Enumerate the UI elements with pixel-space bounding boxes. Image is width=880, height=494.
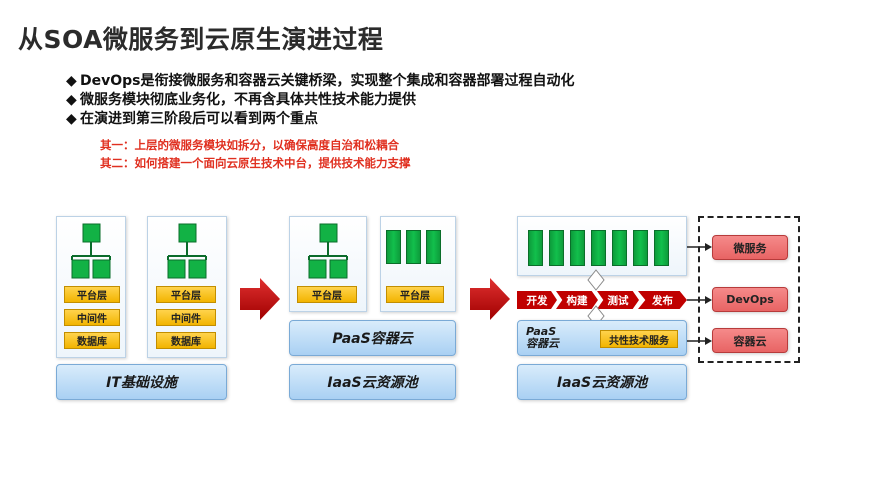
- stage1b-layer-database: 数据库: [156, 332, 216, 349]
- stage3-bar: [654, 230, 669, 266]
- stage2-bar: [406, 230, 421, 264]
- pipeline-step-build: 构建: [556, 291, 598, 309]
- stage2-iaas: IaaS云资源池: [289, 364, 456, 400]
- stage3-bar: [549, 230, 564, 266]
- stage1a-layer-middleware: 中间件: [64, 309, 120, 326]
- stage1b-layer-platform: 平台层: [156, 286, 216, 303]
- stage3-paas-line2: 容器云: [526, 337, 559, 350]
- stage3-bar: [528, 230, 543, 266]
- pipeline-step-release: 发布: [638, 291, 687, 309]
- bullet-2: ◆微服务模块彻底业务化，不再含具体共性技术能力提供: [66, 92, 416, 108]
- stage2-tree-icon: [308, 223, 348, 279]
- stage3-bar: [633, 230, 648, 266]
- output-devops: DevOps: [712, 287, 788, 312]
- stage2-layer-platform-b: 平台层: [386, 286, 444, 303]
- stage3-iaas: IaaS云资源池: [517, 364, 687, 400]
- devops-connector-icon: [587, 269, 605, 327]
- stage1-it-infrastructure: IT基础设施: [56, 364, 227, 400]
- stage-arrow-1-icon: [240, 278, 280, 320]
- stage3-bar: [612, 230, 627, 266]
- output-microservice: 微服务: [712, 235, 788, 260]
- stage1-tree-a-icon: [71, 223, 111, 279]
- stage2-bar: [426, 230, 441, 264]
- bullet-3: ◆在演进到第三阶段后可以看到两个重点: [66, 111, 318, 127]
- stage2-paas: PaaS容器云: [289, 320, 456, 356]
- stage-arrow-2-icon: [470, 278, 510, 320]
- stage2-layer-platform-a: 平台层: [297, 286, 357, 303]
- stage1b-layer-middleware: 中间件: [156, 309, 216, 326]
- page-title: 从SOA微服务到云原生演进过程: [18, 25, 384, 54]
- output-arrows-icon: [687, 243, 712, 345]
- stage1a-layer-platform: 平台层: [64, 286, 120, 303]
- stage3-bar: [591, 230, 606, 266]
- output-container-cloud: 容器云: [712, 328, 788, 353]
- diamond-bullet-icon: ◆: [66, 111, 77, 127]
- bullet-1: ◆DevOps是衔接微服务和容器云关键桥梁，实现整个集成和容器部署过程自动化: [66, 73, 575, 89]
- stage3-bar: [570, 230, 585, 266]
- stage1a-layer-database: 数据库: [64, 332, 120, 349]
- stage2-bar: [386, 230, 401, 264]
- diamond-bullet-icon: ◆: [66, 92, 77, 108]
- note-2: 其二：如何搭建一个面向云原生技术中台，提供技术能力支撑: [100, 156, 411, 170]
- diamond-bullet-icon: ◆: [66, 73, 77, 89]
- pipeline-step-test: 测试: [597, 291, 639, 309]
- outputs-dashed-frame: [698, 216, 800, 363]
- pipeline-step-develop: 开发: [517, 291, 557, 309]
- stage3-paas-line1: PaaS: [526, 325, 557, 338]
- common-tech-service: 共性技术服务: [600, 330, 678, 348]
- stage1-tree-b-icon: [167, 223, 207, 279]
- note-1: 其一：上层的微服务模块如拆分，以确保高度自治和松耦合: [100, 138, 399, 152]
